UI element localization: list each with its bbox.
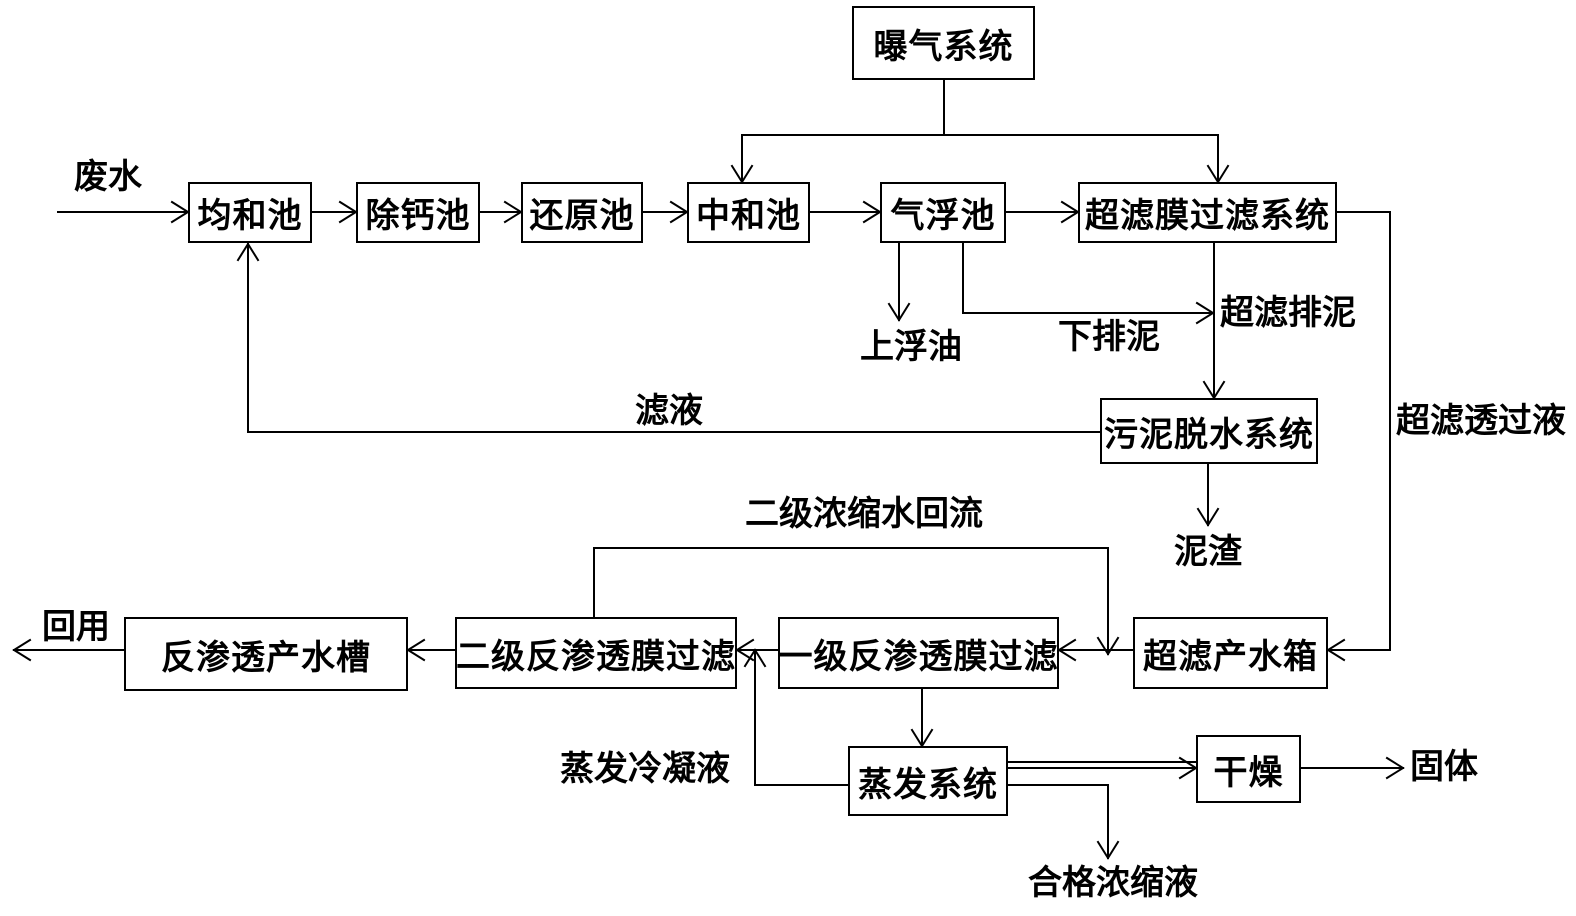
arrow-head (1196, 507, 1220, 527)
concentrate-return-arrow (593, 547, 1109, 655)
lower-sludge-arrow (962, 242, 1214, 314)
qualified-concentrate-arrow (1007, 784, 1109, 859)
evaporation-system-box: 蒸发系统 (848, 746, 1008, 816)
equalization-tank-box: 均和池 (188, 182, 312, 243)
ro-product-tank-box: 反渗透产水槽 (124, 617, 408, 691)
air-flotation-tank-label: 气浮池 (890, 196, 996, 236)
condensate-return-arrow (754, 649, 849, 786)
filtrate-return-arrow (247, 243, 1101, 433)
arrow-head (406, 638, 426, 662)
sludge-residue-label: 泥渣 (1174, 532, 1242, 572)
filtrate-label: 滤液 (635, 391, 703, 431)
uf-permeate-arrow (1327, 211, 1391, 651)
sludge-dewatering-system-label: 污泥脱水系统 (1104, 414, 1314, 455)
aeration-system-label: 曝气系统 (873, 26, 1014, 67)
drying-box: 干燥 (1196, 735, 1301, 803)
arrow-head (1326, 638, 1346, 662)
air-flotation-tank-box: 气浮池 (880, 182, 1006, 243)
upper-oil-label: 上浮油 (860, 327, 962, 367)
ro-product-tank-label: 反渗透产水槽 (161, 637, 371, 678)
neutralization-tank-label: 中和池 (696, 196, 801, 236)
reduction-tank-box: 还原池 (521, 182, 643, 243)
neutralization-tank-box: 中和池 (687, 182, 810, 243)
equalization-tank-label: 均和池 (197, 196, 303, 236)
uf-sludge-label: 超滤排泥 (1220, 293, 1356, 333)
evap-condensate-label: 蒸发冷凝液 (560, 749, 730, 789)
wastewater-label: 废水 (74, 157, 142, 197)
aeration-system-box: 曝气系统 (852, 6, 1035, 80)
arrow-head (1096, 840, 1120, 860)
ro-stage2-label: 二级反渗透膜过滤 (456, 636, 736, 677)
arrow-head (12, 638, 32, 662)
uf-water-tank-box: 超滤产水箱 (1133, 617, 1328, 689)
ro-stage2-box: 二级反渗透膜过滤 (455, 617, 737, 689)
uf-permeate-label: 超滤透过液 (1396, 401, 1566, 441)
calcium-removal-tank-label: 除钙池 (365, 196, 471, 236)
reduction-tank-label: 还原池 (529, 196, 635, 236)
ultrafiltration-system-box: 超滤膜过滤系统 (1078, 182, 1337, 243)
sludge-dewatering-system-box: 污泥脱水系统 (1100, 398, 1318, 464)
qualified-concentrate-label: 合格浓缩液 (1028, 863, 1198, 903)
drying-label: 干燥 (1213, 752, 1284, 793)
ro-stage1-label: 一级反渗透膜过滤 (778, 636, 1059, 677)
arrow-head (1096, 636, 1120, 656)
arrow-head (1057, 638, 1077, 662)
arrow-head (236, 242, 260, 262)
arrow-head (735, 638, 755, 662)
reuse-label: 回用 (42, 607, 110, 647)
ro-stage1-box: 一级反渗透膜过滤 (778, 617, 1059, 689)
ultrafiltration-system-label: 超滤膜过滤系统 (1085, 196, 1330, 236)
evaporation-system-label: 蒸发系统 (858, 764, 998, 805)
concentrate-return-label: 二级浓缩水回流 (745, 494, 983, 534)
lower-sludge-label: 下排泥 (1058, 317, 1160, 357)
calcium-removal-tank-box: 除钙池 (356, 182, 480, 243)
arrow-head (1385, 756, 1405, 780)
solid-label: 固体 (1410, 747, 1478, 787)
uf-water-tank-label: 超滤产水箱 (1143, 636, 1318, 677)
arrow-head (887, 302, 911, 322)
arrow-head (743, 648, 767, 668)
